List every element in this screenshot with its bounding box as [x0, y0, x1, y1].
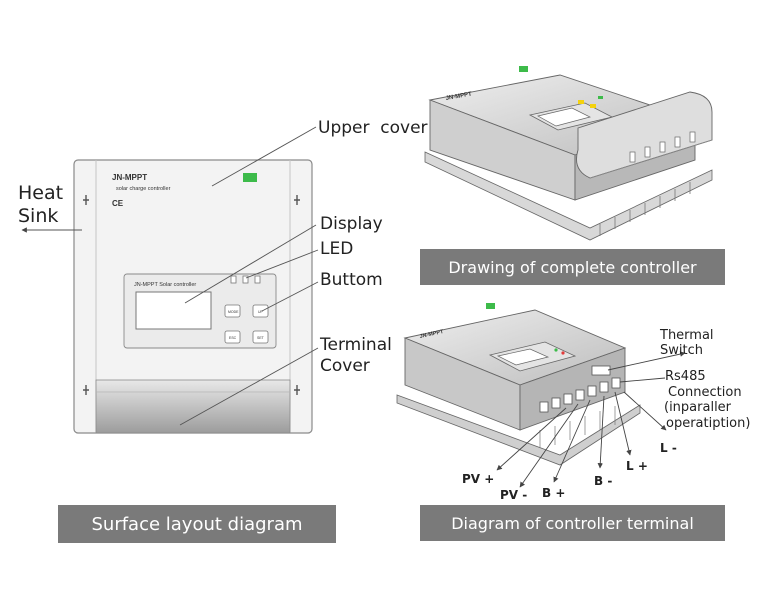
model-3d: JN-MPPT	[445, 91, 472, 102]
button-label: MODE	[228, 310, 239, 314]
terminal-3d-view: JN-MPPT	[396, 303, 641, 466]
front-model: JN-MPPT	[112, 173, 147, 182]
button-label: UP	[258, 310, 264, 314]
terminal-leader-lines	[496, 351, 686, 488]
label-thermal-1: Thermal	[659, 328, 714, 343]
label-heat-sink-1: Heat	[18, 182, 63, 204]
green-indicator-icon	[486, 303, 495, 309]
label-buttom: Buttom	[320, 270, 383, 290]
label-rs485-4: operatiption)	[666, 416, 750, 431]
mounting-hole-icon	[83, 195, 300, 395]
front-leader-lines	[21, 126, 319, 426]
panel-title: JN-MPPT Solar controller	[134, 282, 196, 288]
caption-terminal-text: Diagram of controller terminal	[451, 513, 694, 533]
front-view-controller: JN-MPPT solar charge controller CE JN-MP…	[73, 159, 313, 434]
label-l-minus: L -	[660, 441, 677, 455]
controller-3d-view: JN-MPPT	[424, 66, 713, 241]
label-pv-plus: PV +	[462, 472, 494, 486]
button-label: ESC	[229, 336, 237, 340]
label-led: LED	[320, 239, 353, 259]
caption-complete-text: Drawing of complete controller	[448, 257, 697, 277]
label-rs485-3: (inparaller	[664, 400, 732, 415]
label-b-plus: B +	[542, 486, 565, 500]
caption-surface-layout: Surface layout diagram	[58, 505, 336, 543]
lcd-display	[135, 291, 212, 330]
model-terminal: JN-MPPT	[419, 329, 444, 340]
led-indicators	[230, 275, 261, 284]
ce-mark: CE	[112, 199, 124, 208]
label-rs485-2: Connection	[668, 385, 742, 400]
green-indicator-icon	[243, 173, 257, 182]
label-l-plus: L +	[626, 459, 648, 473]
panel-buttons: MODE UP ESC SET	[224, 304, 269, 344]
caption-controller-terminal: Diagram of controller terminal	[420, 505, 725, 541]
label-rs485-1: Rs485	[665, 369, 706, 384]
label-thermal-2: Switch	[660, 343, 703, 358]
label-pv-minus: PV -	[500, 488, 527, 502]
label-heat-sink-2: Sink	[18, 205, 58, 227]
label-display: Display	[320, 214, 383, 234]
label-terminal-cover-1: Terminal	[319, 335, 392, 355]
button-label: SET	[257, 336, 265, 340]
label-terminal-cover-2: Cover	[320, 356, 370, 376]
label-b-minus: B -	[594, 474, 612, 488]
label-upper-cover: Upper cover	[318, 118, 428, 138]
front-subtitle: solar charge controller	[116, 186, 171, 192]
caption-complete-controller: Drawing of complete controller	[420, 249, 725, 285]
caption-surface-text: Surface layout diagram	[91, 513, 303, 535]
green-indicator-icon	[519, 66, 528, 72]
